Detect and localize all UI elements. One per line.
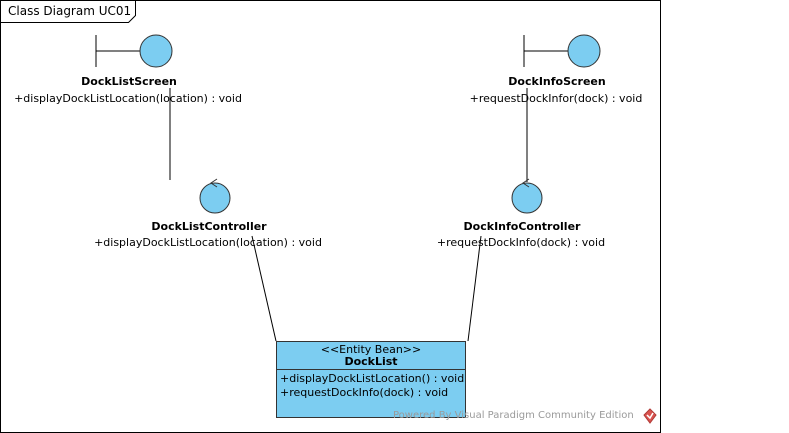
dock-list-controller-name[interactable]: DockListController — [151, 220, 267, 233]
dock-list-screen-operation: +displayDockListLocation(location) : voi… — [14, 92, 242, 105]
entity-operation: +displayDockListLocation() : void — [280, 372, 465, 385]
entity-stereotype: <<Entity Bean>> — [320, 343, 422, 356]
watermark-text: Powered By Visual Paradigm Community Edi… — [393, 410, 634, 421]
control-icon[interactable] — [199, 178, 231, 214]
diagram-title: Class Diagram UC01 — [8, 4, 132, 18]
boundary-icon[interactable] — [95, 34, 173, 68]
dock-info-controller-operation: +requestDockInfo(dock) : void — [436, 236, 606, 249]
entity-header: <<Entity Bean>> DockList — [277, 342, 465, 370]
dock-info-screen-name[interactable]: DockInfoScreen — [508, 75, 606, 88]
dock-list-controller-operation: +displayDockListLocation(location) : voi… — [94, 236, 322, 249]
dock-list-screen-name[interactable]: DockListScreen — [81, 75, 177, 88]
frame-title-tab — [0, 0, 136, 23]
entity-operation: +requestDockInfo(dock) : void — [280, 386, 449, 399]
association-controller-entity-right[interactable] — [467, 235, 482, 342]
dock-info-screen-operation: +requestDockInfor(dock) : void — [469, 92, 643, 105]
dock-list-entity[interactable]: <<Entity Bean>> DockList +displayDockLis… — [276, 341, 466, 418]
control-icon[interactable] — [511, 178, 543, 214]
association-controller-entity-left[interactable] — [251, 235, 277, 342]
boundary-icon[interactable] — [523, 34, 601, 68]
dock-info-controller-name[interactable]: DockInfoController — [463, 220, 581, 233]
visual-paradigm-logo-icon — [643, 408, 657, 424]
entity-operations: +displayDockListLocation() : void +reque… — [277, 370, 465, 400]
entity-name: DockList — [344, 355, 398, 368]
